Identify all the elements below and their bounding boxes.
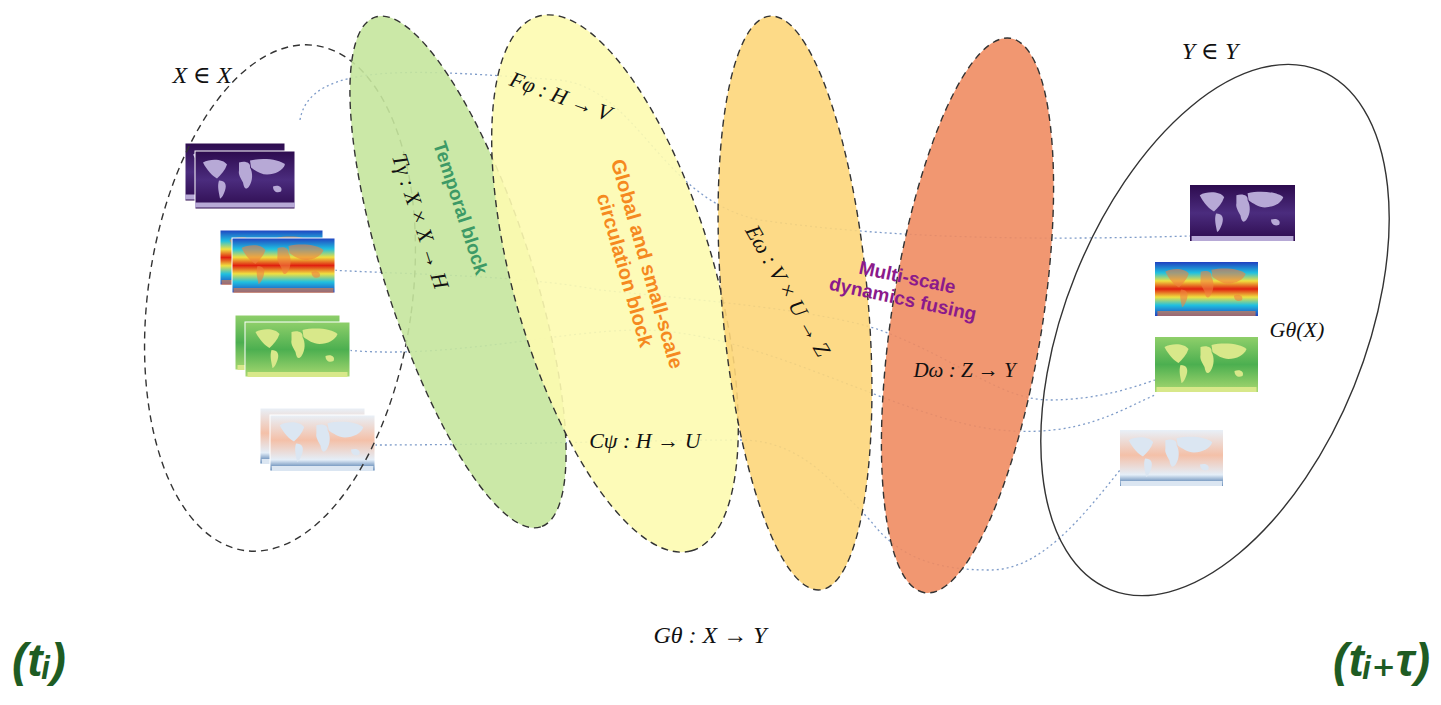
output-maps [1120, 185, 1295, 486]
math-label: Dω : Z → Y [913, 357, 1015, 381]
time-label: (tᵢ) [12, 633, 66, 687]
math-label: X ∈ X [172, 62, 231, 90]
math-label: Y ∈ Y [1182, 38, 1238, 66]
input-maps [185, 143, 375, 471]
time-label: (tᵢ₊τ) [1333, 633, 1430, 687]
operator-label: Gθ : X → Y [653, 622, 766, 649]
ellipse-shape [971, 14, 1441, 646]
block-ellipse: Y ∈ Y Gθ(X) [1040, 40, 1390, 620]
ellipse-shape [697, 10, 893, 597]
map-stack [185, 143, 295, 209]
math-label: Cψ : H → U [590, 427, 701, 452]
ellipse-outline [1040, 40, 1390, 620]
map-stack [235, 315, 350, 377]
math-label: Gθ(X) [1270, 317, 1325, 342]
map-stack [220, 230, 335, 293]
map-stack [260, 408, 375, 471]
ellipse-shape [849, 26, 1084, 603]
